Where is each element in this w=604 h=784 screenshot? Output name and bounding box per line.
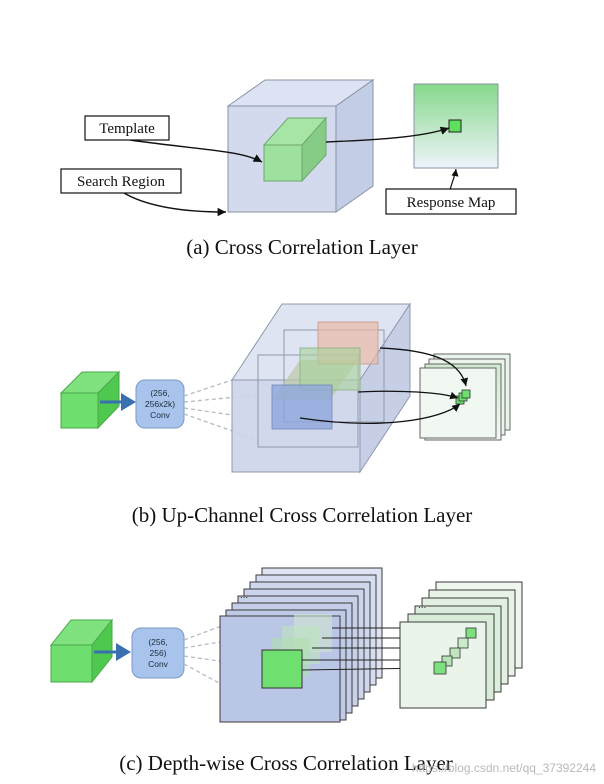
conv-block-b: (256, 256x2k) Conv (135, 379, 185, 429)
conv-b-line3: Conv (150, 410, 171, 420)
panel-b: (256, 256x2k) Conv (59, 302, 511, 527)
response-map-label-box (385, 188, 517, 215)
caption-b: (b) Up-Channel Cross Correlation Layer (132, 503, 473, 527)
panel-a: Template Search Region Response Map (a) … (60, 79, 517, 259)
response-map (413, 83, 499, 169)
caption-a: (a) Cross Correlation Layer (186, 235, 418, 259)
template-cube (262, 116, 328, 183)
conv-b-line1: (256, (150, 388, 169, 398)
stack-ellipsis-left: ... (240, 590, 248, 601)
search-feature-cube (226, 79, 375, 213)
up-channel-feature-stack (231, 302, 411, 474)
arc-top-b (379, 347, 469, 387)
response-map-label: Response Map (407, 195, 496, 211)
template-to-response-arrow (325, 126, 450, 143)
conv-c-line2: 256) (149, 648, 166, 658)
search-label-arrow (123, 192, 227, 217)
arc-bottom-b (299, 403, 461, 424)
template-label-box (84, 115, 170, 141)
response-stack-b (419, 353, 511, 441)
search-region-label: Search Region (77, 174, 165, 190)
watermark: https://blog.csdn.net/qq_37392244 (412, 761, 596, 775)
conv-c-line3: Conv (148, 659, 169, 669)
input-feature-cube-b (59, 370, 121, 430)
template-label-arrow (129, 139, 263, 163)
caption-c: (c) Depth-wise Cross Correlation Layer (119, 751, 453, 775)
conv-b-line2: 256x2k) (145, 399, 175, 409)
conv-block-c: (256, 256) Conv (131, 627, 185, 679)
response-points-c (433, 627, 477, 675)
conv-c-line1: (256, (148, 637, 167, 647)
panel-c: (256, 256) Conv ... (49, 567, 596, 775)
input-feature-cube-c (49, 618, 114, 684)
arc-mid-b (357, 390, 459, 400)
search-region-label-box (60, 168, 182, 194)
stack-ellipsis-right: ... (418, 600, 426, 611)
template-label: Template (99, 121, 155, 137)
response-label-arrow (449, 168, 459, 191)
